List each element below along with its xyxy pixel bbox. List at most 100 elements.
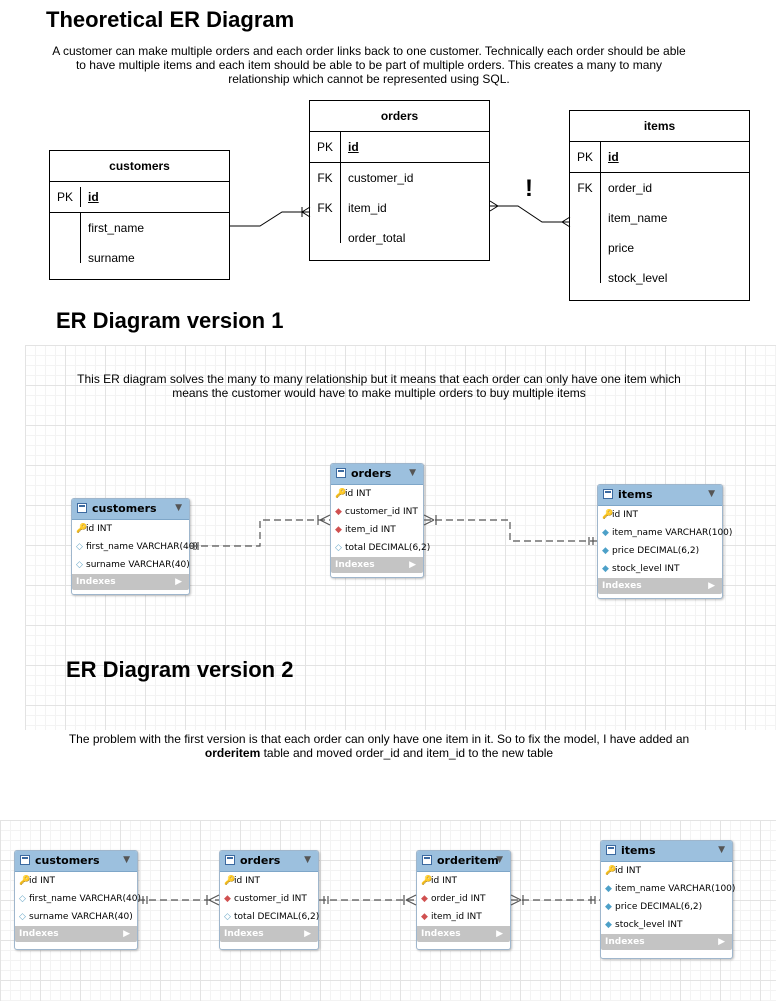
divider [340,193,341,223]
column-row: 🔑id INT [598,506,722,524]
chevron-down-icon[interactable]: ▼ [496,855,503,865]
v2-table-items[interactable]: items▼ 🔑id INT ◆item_name VARCHAR(100) ◆… [600,840,735,959]
chevron-down-icon[interactable]: ▼ [718,845,725,855]
field-name: first_name [88,221,145,235]
column-diamond-icon: ◇ [335,543,342,553]
column-label: id INT [86,524,112,534]
column-label: first_name VARCHAR(40) [86,542,198,552]
column-label: price DECIMAL(6,2) [612,546,700,556]
foreign-key-icon: ◆ [335,507,342,517]
v2-table-orders[interactable]: orders▼ 🔑id INT ◆customer_id INT ◇total … [219,850,319,950]
column-label: stock_level INT [615,920,683,930]
field-row: FK customer_id [310,163,489,193]
table-title: orders [310,101,489,132]
table-icon [603,489,613,499]
column-label: item_name VARCHAR(100) [612,528,733,538]
chevron-down-icon[interactable]: ▼ [409,468,416,478]
table-name: orders [351,467,392,480]
column-label: first_name VARCHAR(40) [29,894,141,904]
column-label: id INT [612,510,638,520]
indexes-footer[interactable]: Indexes▶ [15,926,137,942]
column-row: ◆customer_id INT [331,503,423,521]
v2-table-customers[interactable]: customers▼ 🔑id INT ◇first_name VARCHAR(4… [14,850,141,950]
column-label: id INT [345,489,371,499]
table-name: customers [92,502,157,515]
field-name: order_total [348,231,406,245]
table-header[interactable]: orders ▼ [331,464,423,485]
chevron-down-icon[interactable]: ▼ [708,489,715,499]
column-label: order_id INT [431,894,486,904]
theoretical-description: A customer can make multiple orders and … [40,44,698,86]
column-row: ◆item_id INT [417,908,510,926]
divider [80,243,81,263]
table-title: items [570,111,749,142]
table-icon [20,855,30,865]
v1-table-orders[interactable]: orders▼ 🔑id INT ◆customer_id INT ◆item_i… [330,463,430,578]
table-header[interactable]: orders▼ [220,851,318,872]
divider [600,173,601,203]
indexes-footer[interactable]: Indexes▶ [598,578,722,594]
column-diamond-icon: ◆ [605,920,612,930]
v2-description-line1: The problem with the first version is th… [68,732,690,746]
v1-table-items[interactable]: items▼ 🔑id INT ◆ item_name VARCHAR(100) ◆… [597,484,732,599]
field-row: first_name [50,213,229,243]
v2-description-rest: table and moved order_id and item_id to … [260,746,554,760]
column-row: ◆stock_level INT [598,560,722,578]
table-header[interactable]: orderitem▼ [417,851,510,872]
column-label: id INT [615,866,641,876]
indexes-label: Indexes [224,929,264,939]
primary-key-icon: 🔑 [76,524,88,534]
table-header[interactable]: customers ▼ [72,499,189,520]
triangle-right-icon: ▶ [409,560,416,570]
field-name: item_id [348,201,387,215]
v1-table-customers[interactable]: customers ▼ 🔑id INT ◇first_name VARCHAR(4… [71,498,198,595]
primary-key-icon: 🔑 [605,866,617,876]
field-row: price [570,233,749,263]
indexes-footer[interactable]: Indexes▶ [601,934,732,950]
field-name: stock_level [608,271,668,285]
chevron-down-icon[interactable]: ▼ [123,855,130,865]
field-name: price [608,241,635,255]
column-row: ◆price DECIMAL(6,2) [601,898,732,916]
pk-row: PK id [570,142,749,173]
column-diamond-icon: ◇ [19,912,26,922]
v2-description-line2: orderitem table and moved order_id and i… [50,746,708,760]
theoretical-table-customers[interactable]: customers PK id first_name surname [49,150,230,280]
indexes-footer[interactable]: Indexes▶ [72,574,189,590]
column-label: total DECIMAL(6,2) [345,543,431,553]
column-label: stock_level INT [612,564,680,574]
v2-title: ER Diagram version 2 [66,657,294,682]
indexes-label: Indexes [19,929,59,939]
fk-label: FK [577,181,593,195]
foreign-key-icon: ◆ [335,525,342,535]
indexes-footer[interactable]: Indexes▶ [417,926,510,942]
theoretical-description-line3: relationship which cannot be represented… [228,72,510,86]
field-name: customer_id [348,171,414,185]
theoretical-table-items[interactable]: items PK id FK order_id item_name price … [569,110,750,301]
field-name: item_name [608,211,668,225]
table-header[interactable]: customers▼ [15,851,137,872]
theoretical-table-orders[interactable]: orders PK id FK customer_id FK item_id o… [309,100,490,261]
column-label: item_id INT [431,912,482,922]
column-diamond-icon: ◇ [76,542,83,552]
column-row: ◆customer_id INT [220,890,318,908]
column-diamond-icon: ◆ [602,564,609,574]
column-row: 🔑id INT [15,872,137,890]
column-diamond-icon: ◆ [605,902,612,912]
v2-table-orderitem[interactable]: orderitem▼ 🔑id INT ◆order_id INT ◆item_i… [416,850,511,950]
chevron-down-icon[interactable]: ▼ [175,503,182,513]
column-row: 🔑id INT [417,872,510,890]
table-header[interactable]: items▼ [601,841,732,862]
chevron-down-icon[interactable]: ▼ [304,855,311,865]
divider [340,163,341,193]
indexes-footer[interactable]: Indexes▶ [220,926,318,942]
many-to-many-warning: ! [525,175,533,202]
indexes-label: Indexes [421,929,461,939]
field-name: order_id [608,181,653,195]
indexes-footer[interactable]: Indexes▶ [331,557,423,573]
v1-description-line1: This ER diagram solves the many to many … [77,372,681,386]
column-label: surname VARCHAR(40) [29,912,133,922]
table-header[interactable]: items▼ [598,485,722,506]
field-row: item_name [570,203,749,233]
v2-description-bold: orderitem [204,746,261,760]
